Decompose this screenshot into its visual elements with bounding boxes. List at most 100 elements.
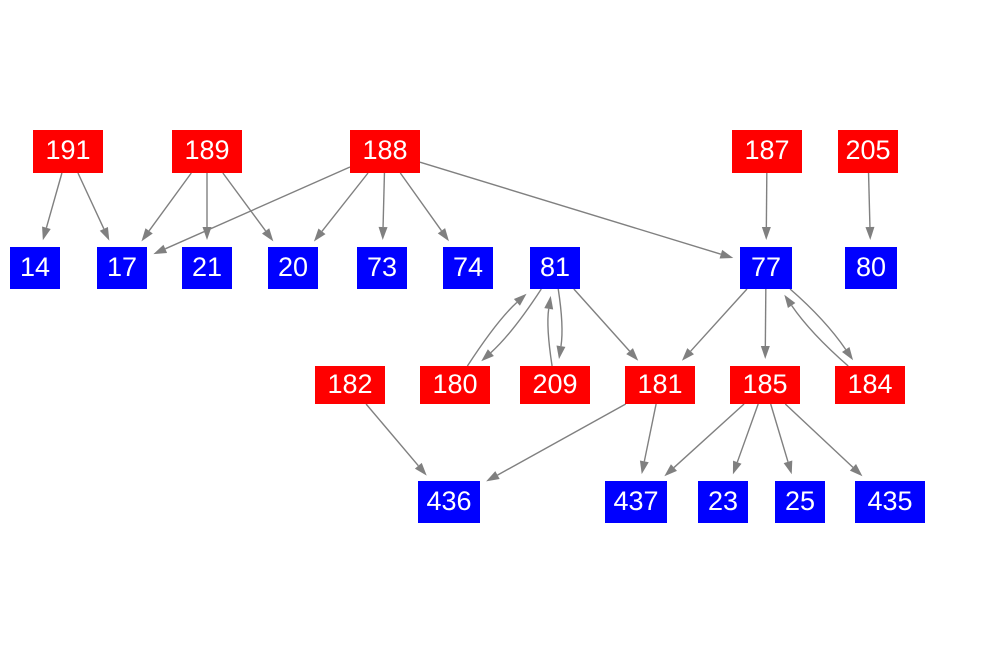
graph-edge-187-to-77 <box>761 172 771 241</box>
arrowhead-icon <box>437 228 449 242</box>
graph-node-label: 17 <box>106 251 138 282</box>
graph-node-181[interactable]: 181 <box>625 366 695 404</box>
graph-node-label: 181 <box>637 368 683 399</box>
graph-node-label: 205 <box>845 135 891 165</box>
graph-edge-191-to-17 <box>77 172 110 241</box>
arrowhead-icon <box>153 244 168 255</box>
graph-node-20[interactable]: 20 <box>268 247 318 289</box>
graph-node-185[interactable]: 185 <box>730 366 800 404</box>
graph-edge-185-to-435 <box>784 403 863 477</box>
graph-edge-185-to-437 <box>664 403 745 477</box>
arrowhead-icon <box>784 294 796 309</box>
graph-node-14[interactable]: 14 <box>10 247 60 289</box>
graph-edge-182-to-436 <box>365 403 427 476</box>
graph-edge-185-to-25 <box>770 403 793 475</box>
graph-node-label: 191 <box>45 135 91 165</box>
arrowhead-icon <box>42 226 51 241</box>
arrowhead-icon <box>732 460 742 475</box>
graph-node-189[interactable]: 189 <box>172 130 242 173</box>
arrowhead-icon <box>141 228 153 242</box>
graph-node-437[interactable]: 437 <box>605 481 667 523</box>
graph-node-191[interactable]: 191 <box>33 130 103 173</box>
graph-edge-77-to-184 <box>789 288 854 361</box>
graph-node-label: 435 <box>867 485 913 516</box>
graph-node-184[interactable]: 184 <box>835 366 905 404</box>
graph-node-21[interactable]: 21 <box>182 247 232 289</box>
graph-node-436[interactable]: 436 <box>418 481 480 523</box>
graph-node-188[interactable]: 188 <box>350 130 420 173</box>
graph-node-77[interactable]: 77 <box>740 247 792 289</box>
graph-edge-189-to-21 <box>202 173 212 240</box>
graph-node-label: 20 <box>277 251 309 282</box>
graph-node-182[interactable]: 182 <box>315 366 385 404</box>
graph-edge-77-to-185 <box>760 288 770 360</box>
arrowhead-icon <box>681 348 694 361</box>
graph-node-187[interactable]: 187 <box>732 130 802 173</box>
graph-node-label: 77 <box>750 251 782 282</box>
graph-node-label: 182 <box>327 368 373 399</box>
graph-edge-77-to-181 <box>681 288 748 361</box>
arrowhead-icon <box>849 464 863 477</box>
graph-edge-184-to-77 <box>784 294 849 367</box>
arrowhead-icon <box>842 346 854 361</box>
graph-edge-188-to-73 <box>378 172 388 241</box>
graph-node-25[interactable]: 25 <box>775 481 825 523</box>
graph-edge-185-to-23 <box>732 403 759 475</box>
arrowhead-icon <box>202 227 212 240</box>
arrowhead-icon <box>783 460 793 475</box>
graph-edge-189-to-17 <box>141 172 192 242</box>
arrowhead-icon <box>486 471 500 482</box>
graph-node-80[interactable]: 80 <box>845 247 897 289</box>
arrowhead-icon <box>865 226 875 241</box>
graph-node-label: 184 <box>847 368 893 399</box>
graph-node-73[interactable]: 73 <box>357 247 407 289</box>
graph-edge-181-to-437 <box>639 403 657 475</box>
graph-node-label: 21 <box>191 251 223 282</box>
graph-node-23[interactable]: 23 <box>698 481 748 523</box>
graph-edge-188-to-74 <box>399 172 449 242</box>
graph-node-label: 25 <box>784 485 816 516</box>
graph-node-180[interactable]: 180 <box>420 366 490 404</box>
arrowhead-icon <box>414 462 427 476</box>
graph-edge-209-to-81 <box>544 295 554 367</box>
graph-node-label: 80 <box>855 251 887 282</box>
arrowhead-icon <box>626 348 639 361</box>
graph-node-label: 188 <box>362 135 408 165</box>
graph-node-17[interactable]: 17 <box>97 247 147 289</box>
graph-edge-188-to-17 <box>153 166 351 255</box>
arrowhead-icon <box>261 228 274 242</box>
graph-edge-81-to-180 <box>481 288 542 362</box>
graph-node-74[interactable]: 74 <box>443 247 493 289</box>
graph-node-435[interactable]: 435 <box>855 481 925 523</box>
arrowhead-icon <box>99 226 110 241</box>
arrowhead-icon <box>378 226 388 241</box>
graph-node-label: 189 <box>184 135 230 165</box>
graph-node-label: 73 <box>366 251 398 282</box>
graph-node-label: 187 <box>744 135 790 165</box>
arrowhead-icon <box>313 228 326 242</box>
arrowhead-icon <box>544 295 554 310</box>
arrowhead-icon <box>481 349 494 362</box>
graph-edge-180-to-81 <box>466 293 527 367</box>
graph-node-label: 14 <box>19 251 51 282</box>
graph-node-label: 436 <box>426 485 472 516</box>
arrowhead-icon <box>639 460 649 475</box>
graph-node-label: 180 <box>432 368 478 399</box>
graph-node-label: 81 <box>539 251 571 282</box>
graph-node-81[interactable]: 81 <box>530 247 580 289</box>
graph-node-label: 23 <box>707 485 739 516</box>
graph-edge-81-to-181 <box>573 288 639 361</box>
graph-node-205[interactable]: 205 <box>838 130 898 173</box>
graph-edge-181-to-436 <box>486 403 627 482</box>
arrowhead-icon <box>664 464 677 477</box>
graph-node-209[interactable]: 209 <box>520 366 590 404</box>
graph-node-label: 185 <box>742 368 788 399</box>
arrowhead-icon <box>513 293 527 306</box>
graph-edge-205-to-80 <box>865 172 875 241</box>
graph-edge-188-to-77 <box>419 161 734 259</box>
graph-node-label: 74 <box>452 251 484 282</box>
graph-edge-81-to-209 <box>556 288 566 360</box>
arrowhead-icon <box>761 226 771 241</box>
